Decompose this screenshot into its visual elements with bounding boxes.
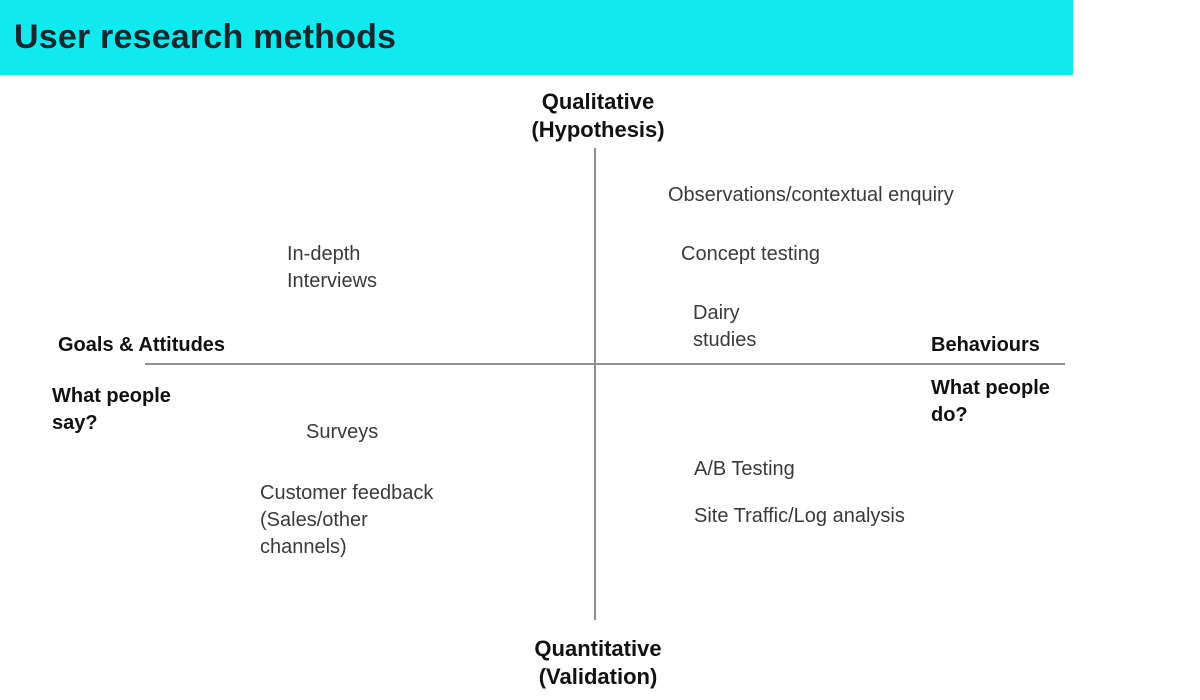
axis-sublabel-what-people-say: What people say? bbox=[52, 385, 171, 434]
axis-label-quantitative: Quantitative (Validation) bbox=[534, 636, 662, 689]
method-site-traffic-log-analysis: Site Traffic/Log analysis bbox=[694, 505, 905, 527]
method-surveys: Surveys bbox=[306, 421, 379, 443]
axis-label-goals-attitudes: Goals & Attitudes bbox=[58, 334, 226, 356]
axis-label-behaviours: Behaviours bbox=[931, 334, 1040, 356]
method-concept-testing: Concept testing bbox=[681, 243, 820, 265]
horizontal-axis-line bbox=[145, 363, 1065, 365]
method-customer-feedback: Customer feedback (Sales/other channels) bbox=[260, 482, 434, 558]
page-title: User research methods bbox=[14, 18, 397, 56]
method-ab-testing: A/B Testing bbox=[694, 458, 795, 480]
method-in-depth-interviews: In-depth Interviews bbox=[287, 243, 378, 292]
method-observations-contextual-enquiry: Observations/contextual enquiry bbox=[668, 184, 954, 206]
axis-label-qualitative: Qualitative (Hypothesis) bbox=[531, 89, 665, 142]
vertical-axis-line bbox=[594, 148, 596, 620]
method-dairy-studies: Dairy studies bbox=[693, 302, 757, 351]
axis-sublabel-what-people-do: What people do? bbox=[931, 377, 1050, 426]
title-bar: User research methods bbox=[0, 0, 1073, 75]
